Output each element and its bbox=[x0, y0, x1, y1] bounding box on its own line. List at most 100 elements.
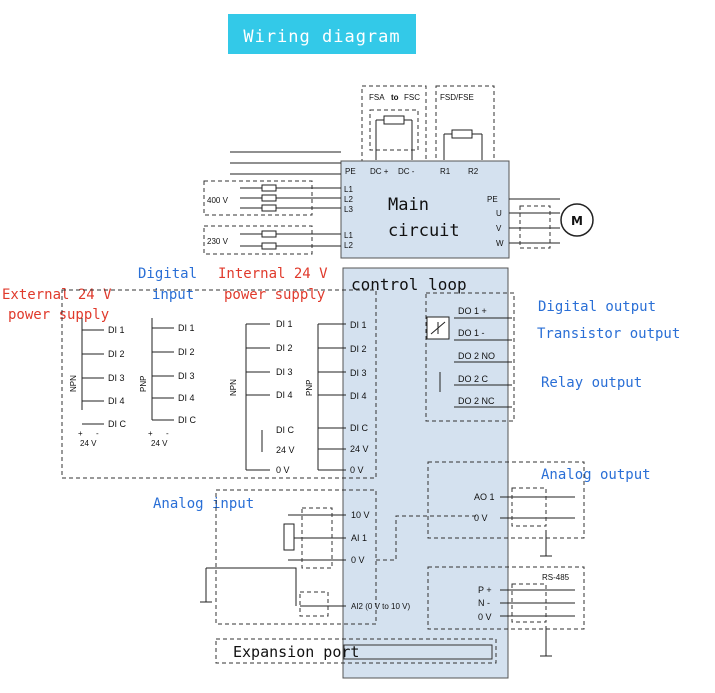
ai-wires bbox=[288, 514, 346, 607]
expansion-connector bbox=[343, 644, 493, 660]
supply-400-box bbox=[203, 180, 313, 216]
ext-pnp-24v: 24 V bbox=[151, 439, 168, 448]
l-wires-400 bbox=[240, 187, 341, 209]
term-l2: L2 bbox=[344, 195, 353, 204]
term-do1-plus: DO 1 + bbox=[458, 306, 487, 316]
title-text: Wiring diagram bbox=[243, 27, 400, 47]
term-l1: L1 bbox=[344, 185, 353, 194]
external-24v-label-2: power supply bbox=[8, 307, 109, 323]
term-do2-nc: DO 2 NC bbox=[458, 396, 495, 406]
ext-npn-di4: DI 4 bbox=[108, 396, 125, 406]
ext-pnp-minus: - bbox=[166, 429, 169, 438]
fuse-4 bbox=[261, 230, 277, 238]
motor-wires bbox=[509, 198, 560, 244]
motor-shield bbox=[519, 205, 551, 249]
internal-24v-label-2: power supply bbox=[224, 287, 325, 303]
external-24v-label-1: External 24 V bbox=[2, 287, 112, 303]
supply-230-box bbox=[203, 225, 313, 255]
motor-icon bbox=[560, 203, 594, 237]
brake-resistor-1 bbox=[383, 115, 405, 125]
internal-24v-label-1: Internal 24 V bbox=[218, 266, 328, 282]
rs485-shield bbox=[511, 583, 547, 623]
brake-resistor-2 bbox=[451, 129, 473, 139]
ext-npn-branches bbox=[82, 329, 104, 425]
digital-input-area: DI 1 DI 2 DI 3 DI 4 DI C NPN + - 24 V DI… bbox=[61, 289, 377, 479]
ext-npn-label: NPN bbox=[69, 375, 78, 392]
ext-pnp-di3: DI 3 bbox=[178, 371, 195, 381]
term-r2: R2 bbox=[468, 167, 479, 176]
rs485-wires bbox=[500, 589, 575, 617]
int-pnp-label: PNP bbox=[305, 380, 314, 396]
expansion-port-label: Expansion port bbox=[233, 643, 359, 661]
fuse-5 bbox=[261, 242, 277, 250]
ext-pnp-di2: DI 2 bbox=[178, 347, 195, 357]
term-l3: L3 bbox=[344, 205, 353, 214]
term-pe-input: PE bbox=[345, 167, 356, 176]
ext-npn-group: DI 1 DI 2 DI 3 DI 4 DI C NPN + - 24 V bbox=[69, 318, 127, 448]
digital-input-label-2: input bbox=[152, 287, 194, 303]
main-circuit-bg bbox=[340, 160, 510, 259]
term-l2-230: L2 bbox=[344, 241, 353, 250]
title-banner-bg bbox=[228, 14, 416, 54]
term-ao-0v: 0 V bbox=[474, 513, 488, 523]
fsc-label: FSC bbox=[404, 93, 420, 102]
digital-output-area: DO 1 + DO 1 - DO 2 NO DO 2 C DO 2 NC bbox=[425, 292, 515, 422]
term-ai1: AI 1 bbox=[351, 533, 367, 543]
analog-output-label: Analog output bbox=[541, 467, 651, 483]
ext-pnp-plus: + bbox=[148, 429, 153, 438]
term-l1-230: L1 bbox=[344, 231, 353, 240]
term-ai-0v: 0 V bbox=[351, 555, 365, 565]
digital-input-label-1: Digital bbox=[138, 266, 197, 282]
expansion-port-box bbox=[215, 638, 497, 664]
analog-input-label: Analog input bbox=[153, 496, 254, 512]
expansion-port-area: Expansion port bbox=[215, 638, 497, 664]
potentiometer bbox=[283, 523, 295, 551]
to-label: to bbox=[391, 93, 399, 102]
ext-npn-di3: DI 3 bbox=[108, 373, 125, 383]
l-wires-230 bbox=[240, 233, 341, 247]
motor-symbol: M bbox=[571, 214, 583, 228]
ao-wires bbox=[500, 496, 575, 519]
transistor-icon-lines bbox=[430, 321, 446, 335]
term-motor-u: U bbox=[496, 209, 502, 218]
digital-input-box bbox=[61, 289, 377, 479]
ai-ground bbox=[200, 567, 297, 606]
transistor-output-label: Transistor output bbox=[537, 326, 680, 342]
int-npn-label: NPN bbox=[229, 379, 238, 396]
motor-wiring: M bbox=[509, 198, 594, 249]
ao-ground bbox=[540, 530, 552, 557]
digital-output-label: Digital output bbox=[538, 299, 656, 315]
ext-pnp-di4: DI 4 bbox=[178, 393, 195, 403]
ext-npn-24v: 24 V bbox=[80, 439, 97, 448]
ext-pnp-dic: DI C bbox=[178, 415, 197, 425]
int-npn-di4: DI 4 bbox=[276, 390, 293, 400]
fuse-2 bbox=[261, 194, 277, 202]
int-npn-0v: 0 V bbox=[276, 465, 290, 475]
ctrl-di2: DI 2 bbox=[350, 344, 367, 354]
analog-input-area: 10 V AI 1 0 V AI2 (0 V to 10 V) bbox=[200, 489, 476, 625]
int-npn-di1: DI 1 bbox=[276, 319, 293, 329]
main-circuit-label-2: circuit bbox=[388, 221, 460, 241]
term-do1-minus: DO 1 - bbox=[458, 328, 485, 338]
rs485-ground bbox=[540, 626, 552, 657]
int-npn-di3: DI 3 bbox=[276, 367, 293, 377]
term-10v: 10 V bbox=[351, 510, 370, 520]
ctrl-24v: 24 V bbox=[350, 444, 369, 454]
ext-npn-di1: DI 1 bbox=[108, 325, 125, 335]
term-do2-c: DO 2 C bbox=[458, 374, 489, 384]
term-p-plus: P + bbox=[478, 585, 492, 595]
int-pnp-group: PNP DI 1 DI 2 DI 3 DI 4 DI C 24 V 0 V bbox=[305, 320, 369, 475]
v230-label: 230 V bbox=[207, 237, 229, 246]
term-motor-pe: PE bbox=[487, 195, 498, 204]
term-motor-w: W bbox=[496, 239, 504, 248]
analog-input-box bbox=[215, 489, 377, 625]
fsd-fse-label: FSD/FSE bbox=[440, 93, 474, 102]
int-npn-di2: DI 2 bbox=[276, 343, 293, 353]
rs485-area: RS-485 P + N - 0 V bbox=[427, 566, 585, 657]
ctrl-di3: DI 3 bbox=[350, 368, 367, 378]
rs485-label: RS-485 bbox=[542, 573, 570, 582]
ext-pnp-group: DI 1 DI 2 DI 3 DI 4 DI C PNP + - 24 V bbox=[139, 318, 197, 448]
do-terminal-lines bbox=[454, 317, 512, 408]
fuse-3 bbox=[261, 204, 277, 212]
